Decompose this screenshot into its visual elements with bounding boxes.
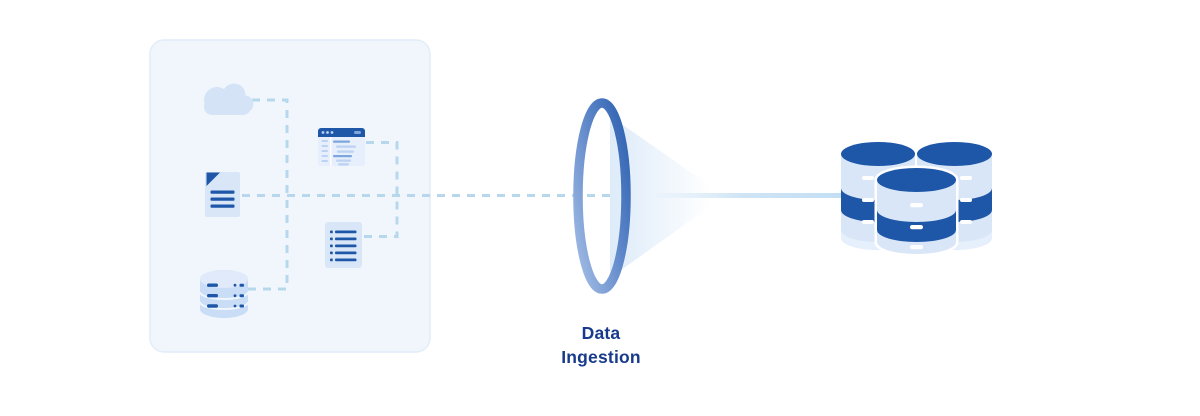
cluster-cylinder-front: [874, 165, 959, 257]
dashed-connector-window-list: [363, 141, 399, 238]
database-icon: [199, 270, 249, 318]
ingestion-lens-icon: [573, 98, 631, 294]
ingestion-label: Data Ingestion: [561, 323, 641, 367]
dashed-connector-cloud-database: [248, 98, 289, 291]
web-app-window-icon: [318, 128, 365, 166]
log-list-icon: [325, 222, 362, 268]
output-flow-line: [655, 193, 845, 198]
document-icon: [205, 172, 240, 217]
database-cluster-icon: [841, 142, 992, 257]
cloud-icon: [204, 83, 254, 115]
